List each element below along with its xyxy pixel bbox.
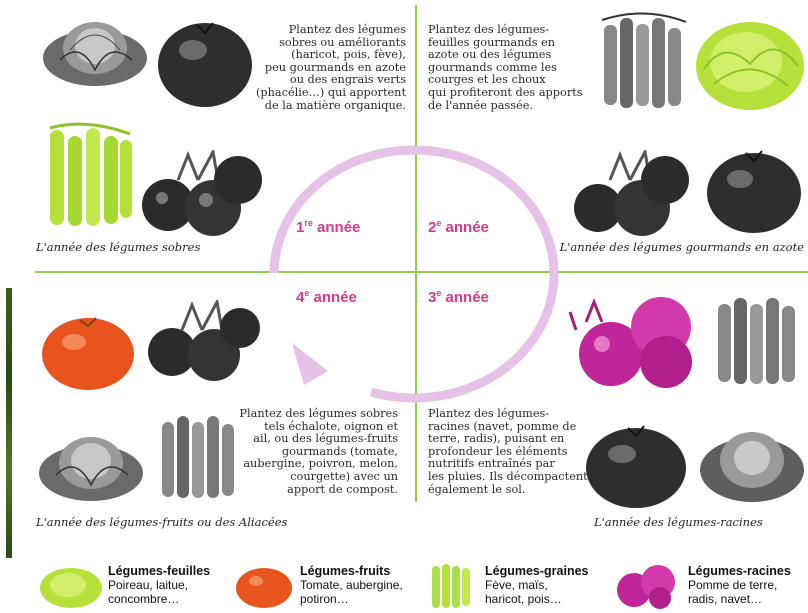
year-2-label: 2e année	[428, 218, 489, 236]
text-line: sobres ou améliorants	[279, 35, 406, 49]
year-1-suffix: re	[304, 218, 313, 228]
gray-pea-pods-illustration	[718, 298, 795, 384]
year-4-suffix: e	[304, 288, 310, 298]
gray-pea-pods-illustration	[601, 12, 687, 108]
pea-pod-icon	[432, 564, 470, 608]
text-line: Plantez des légumes-	[428, 407, 550, 420]
radish-illustration	[142, 150, 262, 236]
green-pea-pods-illustration	[49, 122, 132, 226]
year-4-number: 4	[296, 289, 305, 306]
text-line: (phacélie…) qui apportent	[255, 85, 406, 99]
bottom-left-caption: L'année des légumes-fruits ou des Aliacé…	[36, 515, 288, 529]
text-line: ou des engrais verts	[289, 73, 406, 87]
text-line: feuilles gourmands en	[428, 35, 556, 49]
left-edge-strip	[6, 288, 12, 558]
magenta-turnip-illustration	[568, 297, 692, 388]
year-3-label: 3e année	[428, 288, 489, 306]
bottom-right-caption: L'année des légumes-racines	[594, 515, 763, 529]
bottom-left-description: Plantez des légumes sobres tels échalote…	[208, 407, 398, 496]
year-1-number: 1	[296, 219, 305, 236]
top-right-description: Plantez des légumes- feuilles gourmands …	[428, 23, 618, 112]
legend-title: Légumes-racines	[688, 564, 791, 578]
text-line: gourmands comme les	[428, 60, 557, 74]
horizontal-divider	[35, 271, 808, 273]
text-line: apport de compost.	[287, 482, 398, 496]
year-4-word: année	[313, 289, 357, 306]
legend-item-racines: Légumes-racines Pomme de terre, radis, n…	[688, 564, 791, 606]
radish-illustration	[148, 300, 260, 381]
bottom-right-description: Plantez des légumes- racines (navet, pom…	[428, 407, 618, 496]
cabbage-illustration	[43, 22, 147, 86]
cabbage-illustration	[39, 437, 143, 501]
gray-pea-pods-illustration	[162, 416, 234, 498]
text-line: courgette) avec un	[290, 469, 398, 483]
text-line: Plantez des légumes sobres	[239, 407, 398, 420]
legend-title: Légumes-feuilles	[108, 564, 211, 578]
green-lettuce-illustration	[696, 22, 804, 110]
rotation-cycle-arrow	[269, 145, 559, 403]
top-right-caption: L'année des légumes gourmands en azote	[559, 240, 804, 254]
year-1-label: 1re année	[296, 218, 360, 236]
year-1-word: année	[317, 219, 361, 236]
orange-tomato-illustration	[42, 317, 134, 390]
vertical-divider	[415, 5, 417, 502]
legend-line: Pomme de terre,	[688, 578, 778, 592]
top-left-caption: L'année des légumes sobres	[36, 240, 201, 254]
legend-line: Fève, maïs,	[485, 578, 548, 592]
dark-tomato-illustration	[158, 22, 252, 107]
text-line: peu gourmands en azote	[264, 60, 406, 74]
text-line: tels échalote, oignon et	[264, 419, 398, 433]
text-line: gourmands (tomate,	[281, 444, 398, 458]
year-2-word: année	[445, 219, 489, 236]
dark-tomato-illustration	[707, 150, 801, 233]
top-left-description: Plantez des légumes sobres ou améliorant…	[216, 23, 406, 112]
legend-line: potiron…	[300, 592, 349, 606]
legend-line: Poireau, laitue,	[108, 578, 189, 592]
legend-line: haricot, pois…	[485, 592, 562, 606]
tomato-icon	[236, 568, 292, 608]
text-line: Plantez des légumes	[288, 23, 406, 36]
text-line: aubergine, poivron, melon,	[243, 457, 398, 471]
text-line: ail, ou des légumes-fruits	[253, 432, 398, 446]
year-3-suffix: e	[436, 288, 442, 298]
lettuce-icon	[40, 568, 102, 608]
text-line: racines (navet, pomme de	[428, 419, 577, 433]
year-3-word: année	[445, 289, 489, 306]
text-line: profondeur les éléments	[428, 444, 568, 458]
text-line: qui profiteront des apports	[428, 85, 583, 99]
text-line: de la matière organique.	[264, 98, 406, 112]
legend-line: concombre…	[108, 592, 180, 606]
text-line: les pluies. Ils décompactent	[428, 469, 588, 483]
cabbage-illustration	[700, 432, 804, 502]
text-line: Plantez des légumes-	[428, 23, 550, 36]
dark-tomato-illustration	[586, 425, 686, 508]
year-2-number: 2	[428, 219, 437, 236]
radish-illustration	[574, 150, 689, 236]
legend-title: Légumes-graines	[485, 564, 589, 578]
text-line: azote ou des légumes	[428, 48, 552, 62]
legend-item-graines: Légumes-graines Fève, maïs, haricot, poi…	[485, 564, 589, 606]
year-2-suffix: e	[436, 218, 442, 228]
turnip-icon	[617, 565, 675, 609]
text-line: (haricot, pois, fève),	[291, 48, 406, 62]
year-3-number: 3	[428, 289, 437, 306]
text-line: courges et les choux	[428, 73, 546, 87]
legend-line: radis, navet…	[688, 592, 763, 606]
legend-line: Tomate, aubergine,	[300, 578, 403, 592]
year-4-label: 4e année	[296, 288, 357, 306]
legend-item-fruits: Légumes-fruits Tomate, aubergine, potiro…	[300, 564, 403, 606]
legend-item-feuilles: Légumes-feuilles Poireau, laitue, concom…	[108, 564, 210, 606]
legend-title: Légumes-fruits	[300, 564, 391, 578]
text-line: également le sol.	[428, 482, 526, 496]
text-line: nutritifs entraînés par	[428, 457, 555, 471]
text-line: de l'année passée.	[428, 98, 533, 112]
text-line: terre, radis), puisant en	[428, 432, 565, 446]
